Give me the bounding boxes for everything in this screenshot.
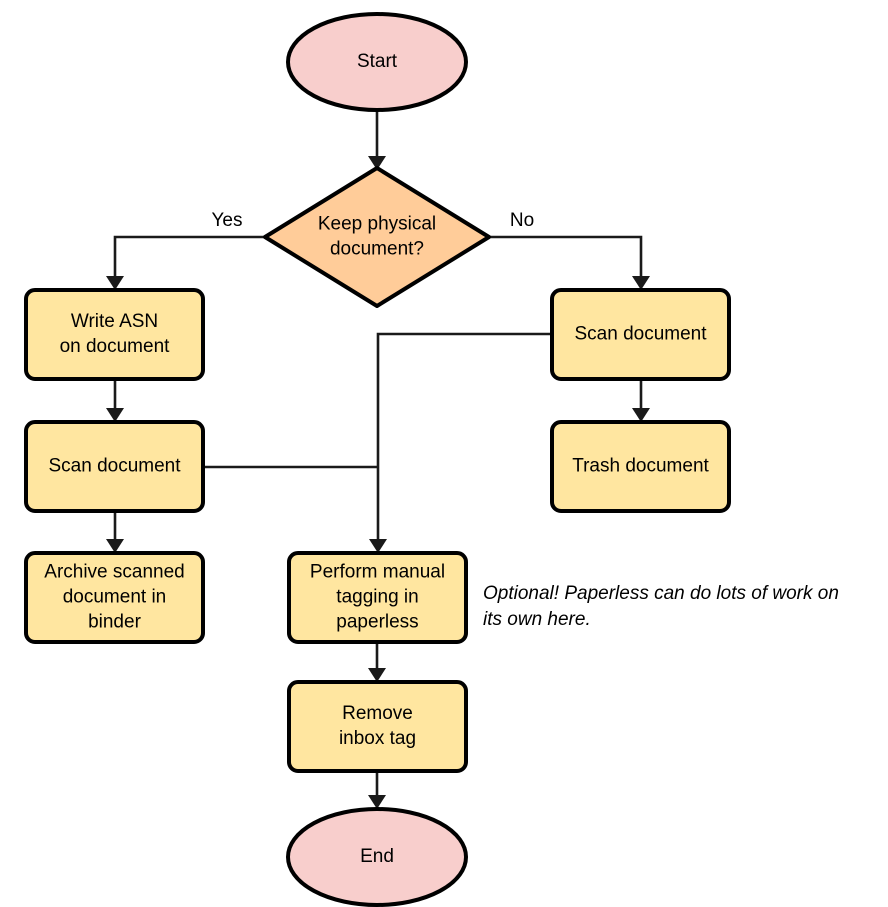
edge-decision-no-to-scan-right: No	[489, 210, 650, 290]
start-terminator[interactable]: Start	[286, 12, 468, 112]
process-scan-document-right-shape	[550, 288, 731, 381]
edge-remove-inbox-tag-to-end-arrowhead	[368, 795, 386, 809]
process-write-asn-on-document-shape	[24, 288, 205, 381]
edge-remove-inbox-tag-to-end	[368, 771, 386, 809]
annotations-layer: Optional! Paperless can do lots of work …	[483, 583, 839, 630]
process-scan-document-left-shape	[24, 420, 205, 513]
edge-decision-no-to-scan-right-arrowhead	[632, 276, 650, 290]
edge-scan-document-right-to-manual-tagging-line	[376, 332, 552, 547]
annotation-optional-paperless: Optional! Paperless can do lots of work …	[483, 583, 839, 630]
edge-manual-tagging-to-remove-inbox-tag-arrowhead	[368, 668, 386, 682]
edges-layer: Yes No	[106, 110, 650, 809]
process-trash-document[interactable]: Trash document	[550, 420, 731, 513]
edge-manual-tagging-to-remove-inbox-tag	[368, 642, 386, 682]
edge-decision-no-to-scan-right-label: No	[510, 210, 534, 231]
edge-decision-yes-to-write-asn-line	[113, 235, 265, 284]
process-perform-manual-tagging-in-paperless-shape	[287, 551, 468, 644]
edge-write-asn-to-scan-document-left-arrowhead	[106, 408, 124, 422]
edge-scan-document-left-to-archive	[106, 511, 124, 553]
process-remove-inbox-tag-shape	[287, 680, 468, 773]
edge-decision-no-to-scan-right-line	[489, 235, 643, 284]
edge-scan-document-right-to-trash-arrowhead	[632, 408, 650, 422]
edge-scan-document-left-to-archive-arrowhead	[106, 539, 124, 553]
process-scan-document-left[interactable]: Scan document	[24, 420, 205, 513]
edge-scan-document-right-to-manual-tagging-arrowhead	[369, 539, 387, 553]
process-scan-document-right[interactable]: Scan document	[550, 288, 731, 381]
process-trash-document-label: Trash document	[572, 456, 709, 477]
end-terminator-shape	[286, 807, 468, 907]
edge-write-asn-to-scan-document-left	[106, 379, 124, 422]
process-trash-document-shape	[550, 420, 731, 513]
edge-decision-yes-to-write-asn: Yes	[106, 210, 265, 290]
end-terminator-label: End	[360, 846, 394, 867]
edge-decision-yes-to-write-asn-arrowhead	[106, 276, 124, 290]
process-scan-document-right-label: Scan document	[574, 324, 707, 345]
start-terminator-shape	[286, 12, 468, 112]
edge-start-to-decision-arrowhead	[368, 156, 386, 170]
edge-decision-yes-to-write-asn-label: Yes	[212, 210, 243, 231]
decision-keep-physical-document-shape	[263, 166, 491, 308]
process-scan-document-left-label: Scan document	[48, 456, 181, 477]
edge-start-to-decision	[368, 110, 386, 170]
process-archive-scanned-document-in-binder-shape	[24, 551, 205, 644]
start-terminator-label: Start	[357, 51, 398, 72]
end-terminator[interactable]: End	[286, 807, 468, 907]
edge-scan-document-right-to-manual-tagging	[369, 332, 552, 553]
edge-scan-document-right-to-trash	[632, 379, 650, 422]
